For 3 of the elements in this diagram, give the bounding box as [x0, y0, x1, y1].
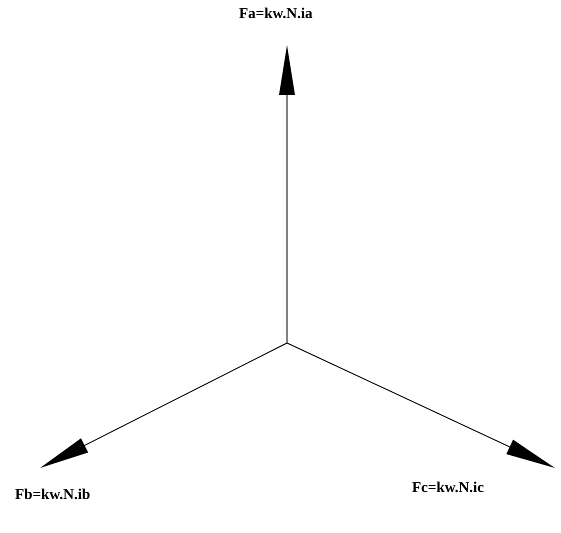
vector-label: Fb=kw.N.ib	[15, 486, 90, 504]
vector-label: Fc=kw.N.ic	[412, 479, 484, 497]
vector-label: Fa=kw.N.ia	[239, 5, 313, 23]
